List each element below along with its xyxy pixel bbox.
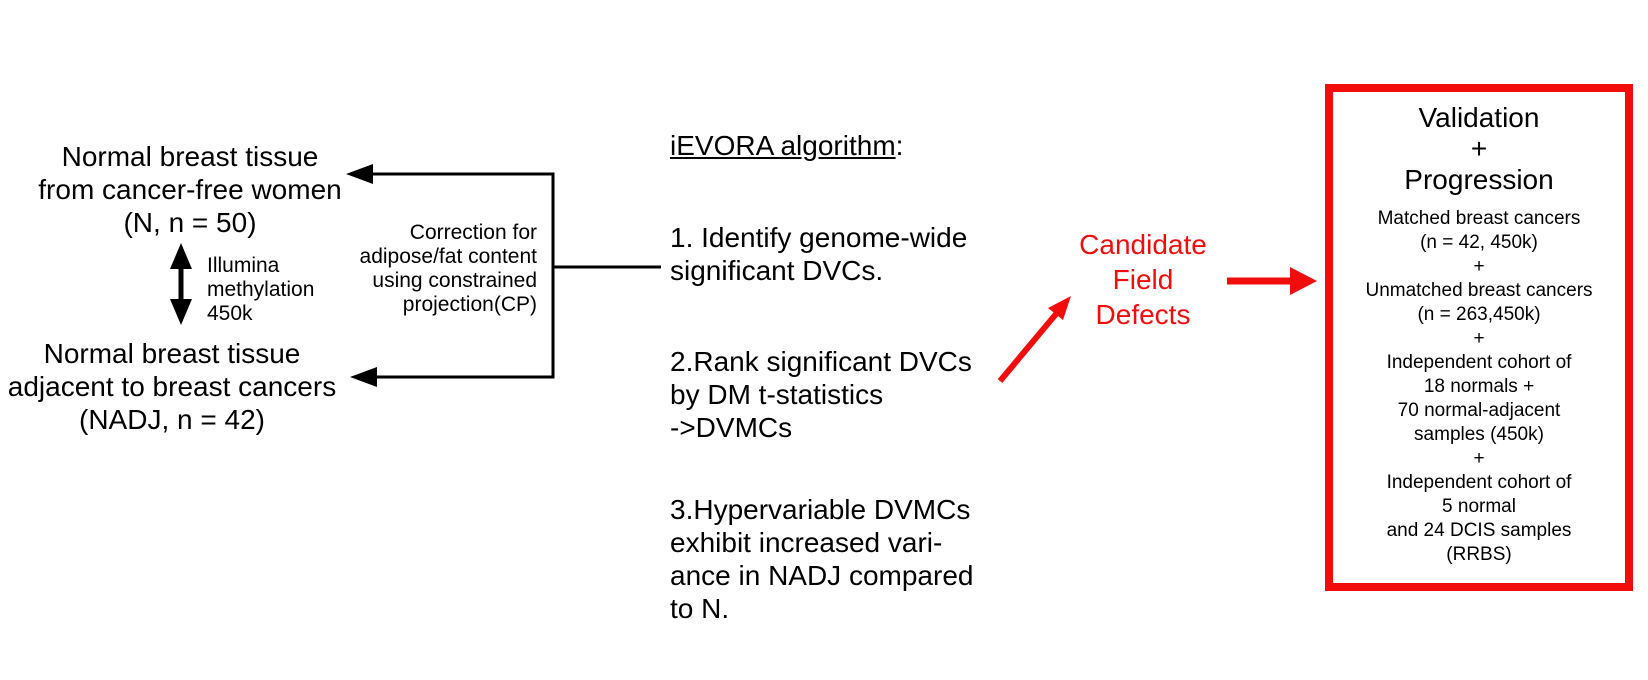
algorithm-title-colon: : [895, 130, 904, 161]
cohort-adjacent-block: Normal breast tissue adjacent to breast … [7, 338, 337, 435]
candidate-field-defects-label: Candidate Field Defects [1079, 229, 1207, 330]
validation-box-body: Matched breast cancers (n = 42, 450k) + … [1365, 208, 1593, 565]
algorithm-step-1: 1. Identify genome-wide significant DVCs… [670, 222, 968, 286]
methylation-assay-label: Illumina methylation 450k [207, 254, 315, 325]
algorithm-title-text: iEVORA algorithm [670, 130, 896, 161]
cohort-normal-block: Normal breast tissue from cancer-free wo… [38, 141, 342, 238]
algorithm-step-2: 2.Rank significant DVCs by DM t-statisti… [670, 346, 972, 443]
algorithm-title: iEVORA algorithm: [670, 129, 990, 162]
algorithm-step-3: 3.Hypervariable DVMCs exhibit increased … [670, 494, 974, 624]
validation-progression-box: Validation + Progression Matched breast … [1325, 84, 1633, 591]
methylation-double-arrow-icon [170, 243, 192, 325]
correction-note: Correction for adipose/fat content using… [359, 221, 537, 316]
algorithm-column: iEVORA algorithm: 1. Identify genome-wid… [670, 96, 990, 658]
validation-box-title: Validation + Progression [1404, 102, 1554, 195]
